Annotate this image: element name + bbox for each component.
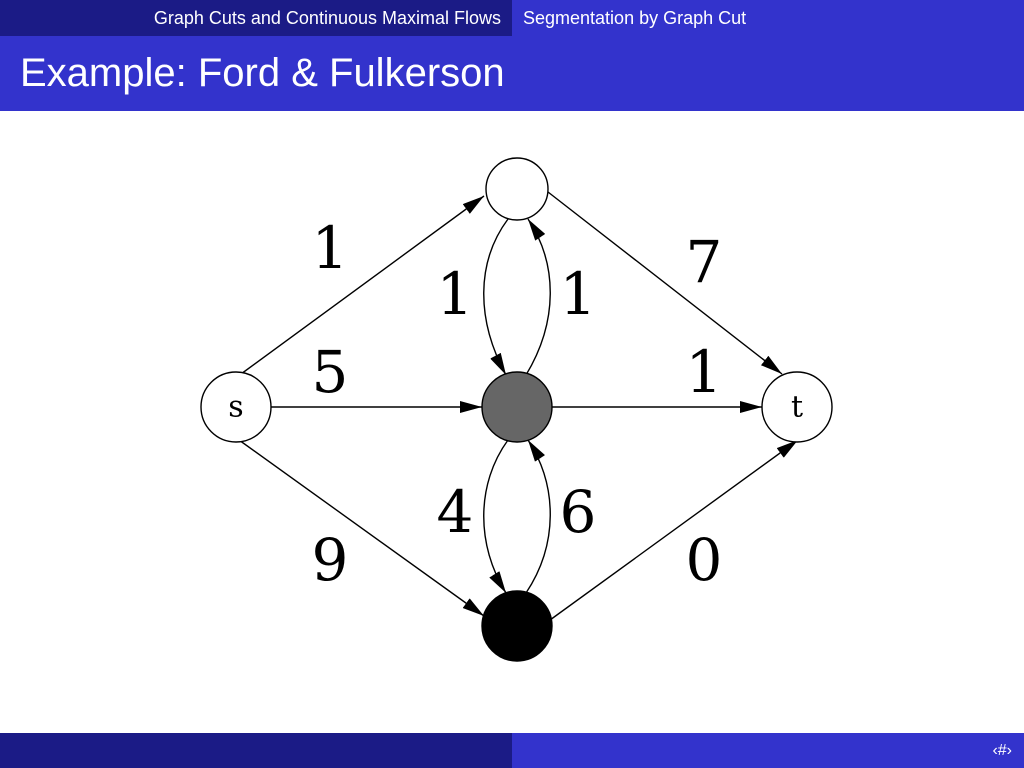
node-source-label: s xyxy=(228,390,243,425)
capacity-top-t: 7 xyxy=(686,228,723,296)
node-top xyxy=(485,157,549,221)
node-sink xyxy=(761,371,833,443)
capacity-bottom-middle: 6 xyxy=(560,478,597,546)
header-bar: Graph Cuts and Continuous Maximal Flows … xyxy=(0,0,1024,36)
header-subsection[interactable]: Segmentation by Graph Cut xyxy=(512,0,1024,36)
edge-middle-top xyxy=(525,218,551,376)
edge-bottom-middle xyxy=(525,439,551,594)
capacity-s-bottom: 9 xyxy=(312,526,349,594)
edge-top-middle xyxy=(483,218,509,376)
edge-bottom-t xyxy=(549,439,799,621)
footer-right: ‹#› xyxy=(512,733,1024,768)
page-number[interactable]: ‹#› xyxy=(992,741,1012,759)
capacity-middle-t: 1 xyxy=(686,338,723,406)
node-sink-label: t xyxy=(791,390,803,425)
capacity-middle-bottom: 4 xyxy=(437,478,474,546)
node-source xyxy=(200,371,272,443)
node-middle xyxy=(481,371,553,443)
footer-bar: ‹#› xyxy=(0,733,1024,768)
capacity-top-middle: 1 xyxy=(437,260,474,328)
capacity-s-top: 1 xyxy=(312,214,349,282)
node-bottom xyxy=(481,590,553,662)
edge-s-bottom xyxy=(238,439,485,617)
slide-title: Example: Ford & Fulkerson xyxy=(0,36,1024,111)
capacity-bottom-t: 0 xyxy=(686,526,723,594)
footer-left xyxy=(0,733,512,768)
edge-top-t xyxy=(547,191,783,375)
edge-s-top xyxy=(240,195,485,375)
header-section[interactable]: Graph Cuts and Continuous Maximal Flows xyxy=(0,0,512,36)
edge-middle-bottom xyxy=(483,439,509,594)
flow-network-diagram: s t 1 5 9 1 1 4 6 7 1 0 xyxy=(200,157,833,662)
capacity-middle-top: 1 xyxy=(560,260,597,328)
capacity-s-middle: 5 xyxy=(312,338,349,406)
